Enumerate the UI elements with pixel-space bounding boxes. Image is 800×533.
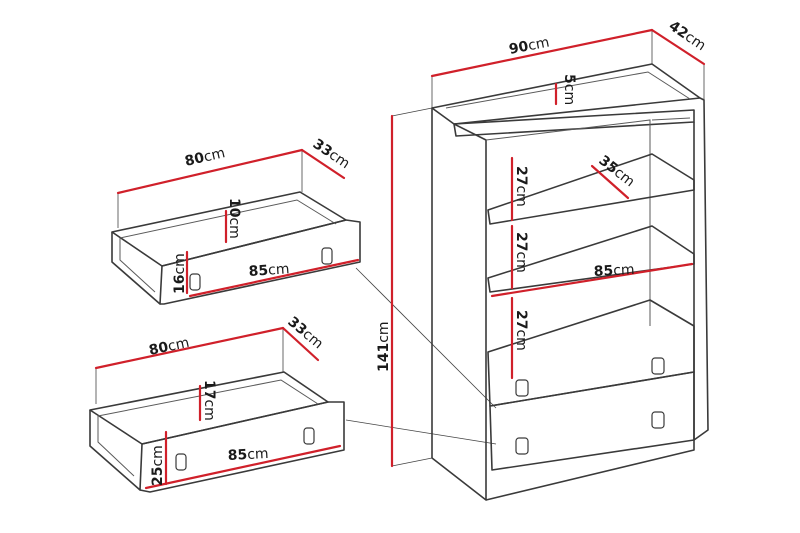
- cabinet-lower-drawer-handle-left: [515, 437, 529, 455]
- large-drawer-depth-label: 33cm: [284, 314, 326, 353]
- cabinet-shelf-width-line: [490, 262, 694, 298]
- cabinet-back-top: [651, 117, 691, 121]
- cabinet-width-line: [430, 28, 654, 78]
- small-drawer-inner-width-line: [188, 258, 360, 298]
- cabinet-shelf-spacing-2-label: 27cm: [513, 232, 529, 273]
- cabinet-top-gap-label: 5cm: [561, 74, 577, 105]
- small-drawer-width-label: 80cm: [183, 145, 226, 170]
- cabinet-shelf-width-label: 85cm: [593, 262, 635, 280]
- large-drawer-inner-side: [97, 416, 135, 477]
- large-drawer-width-line: [94, 326, 285, 370]
- cabinet: 90cm 42cm 5cm 141cm 35cm 85cm 27cm 27cm …: [376, 18, 709, 501]
- cabinet-shelf-spacing-1-label: 27cm: [513, 166, 529, 207]
- cabinet-depth-label: 42cm: [666, 18, 709, 54]
- cabinet-lower-drawer-handle-right: [651, 411, 665, 429]
- small-drawer-front-height-label: 16cm: [172, 253, 188, 294]
- cabinet-width-label: 90cm: [508, 34, 551, 57]
- large-drawer-inner-width-line: [144, 444, 342, 490]
- cabinet-top-inner: [445, 71, 691, 109]
- large-drawer-front-top: [141, 401, 329, 445]
- small-drawer-inner-side: [119, 238, 156, 293]
- cabinet-right-edge: [693, 97, 709, 441]
- small-drawer-front-bottom: [160, 219, 361, 305]
- large-drawer-inner-width-label: 85cm: [227, 446, 269, 464]
- cabinet-upper-drawer: [487, 299, 695, 407]
- large-drawer-front-height-label: 25cm: [150, 445, 166, 486]
- cabinet-shelf-depth-line: [590, 164, 630, 200]
- large-drawer-left-side: [89, 410, 143, 491]
- large-drawer-inner-height-label: 17cm: [201, 380, 217, 421]
- cabinet-height-label: 141cm: [376, 321, 392, 372]
- small-drawer-handle-left: [189, 273, 201, 291]
- large-drawer-handle-right: [303, 427, 315, 445]
- cabinet-upper-drawer-handle-left: [515, 379, 529, 397]
- small-drawer-inner-height-label: 10cm: [226, 198, 242, 239]
- cabinet-shelf-spacing-3-label: 27cm: [513, 310, 529, 351]
- large-drawer-depth-line: [281, 326, 320, 362]
- large-drawer: 80cm 33cm 17cm 25cm 85cm: [89, 314, 345, 493]
- cabinet-upper-drawer-handle-right: [651, 357, 665, 375]
- small-drawer-width-line: [116, 148, 304, 195]
- cabinet-ext-height-top: [391, 107, 433, 117]
- large-drawer-front-bottom: [139, 401, 345, 493]
- small-drawer-left-side: [111, 232, 163, 305]
- small-drawer-handle-right: [321, 247, 333, 265]
- pointer-large-drawer: [345, 419, 497, 445]
- small-drawer-inner-edge: [119, 199, 337, 239]
- cabinet-base: [485, 440, 695, 501]
- cabinet-shelf-1: [487, 153, 695, 225]
- small-drawer-depth-label: 33cm: [310, 136, 353, 172]
- large-drawer-width-label: 80cm: [148, 335, 191, 359]
- cabinet-ext-height-bottom: [391, 457, 433, 467]
- pointer-small-drawer: [355, 267, 497, 409]
- cabinet-depth-line: [650, 28, 706, 66]
- large-drawer-handle-left: [175, 453, 187, 471]
- large-drawer-inner-edge: [97, 379, 319, 417]
- cabinet-shelf-2: [487, 225, 695, 293]
- small-drawer-front-top: [161, 219, 347, 267]
- small-drawer-depth-line: [300, 148, 346, 180]
- small-drawer-inner-width-label: 85cm: [248, 261, 290, 280]
- cabinet-top-front: [453, 109, 695, 137]
- cabinet-back-panel: [485, 119, 651, 326]
- small-drawer: 80cm 33cm 10cm 16cm 85cm: [111, 136, 361, 305]
